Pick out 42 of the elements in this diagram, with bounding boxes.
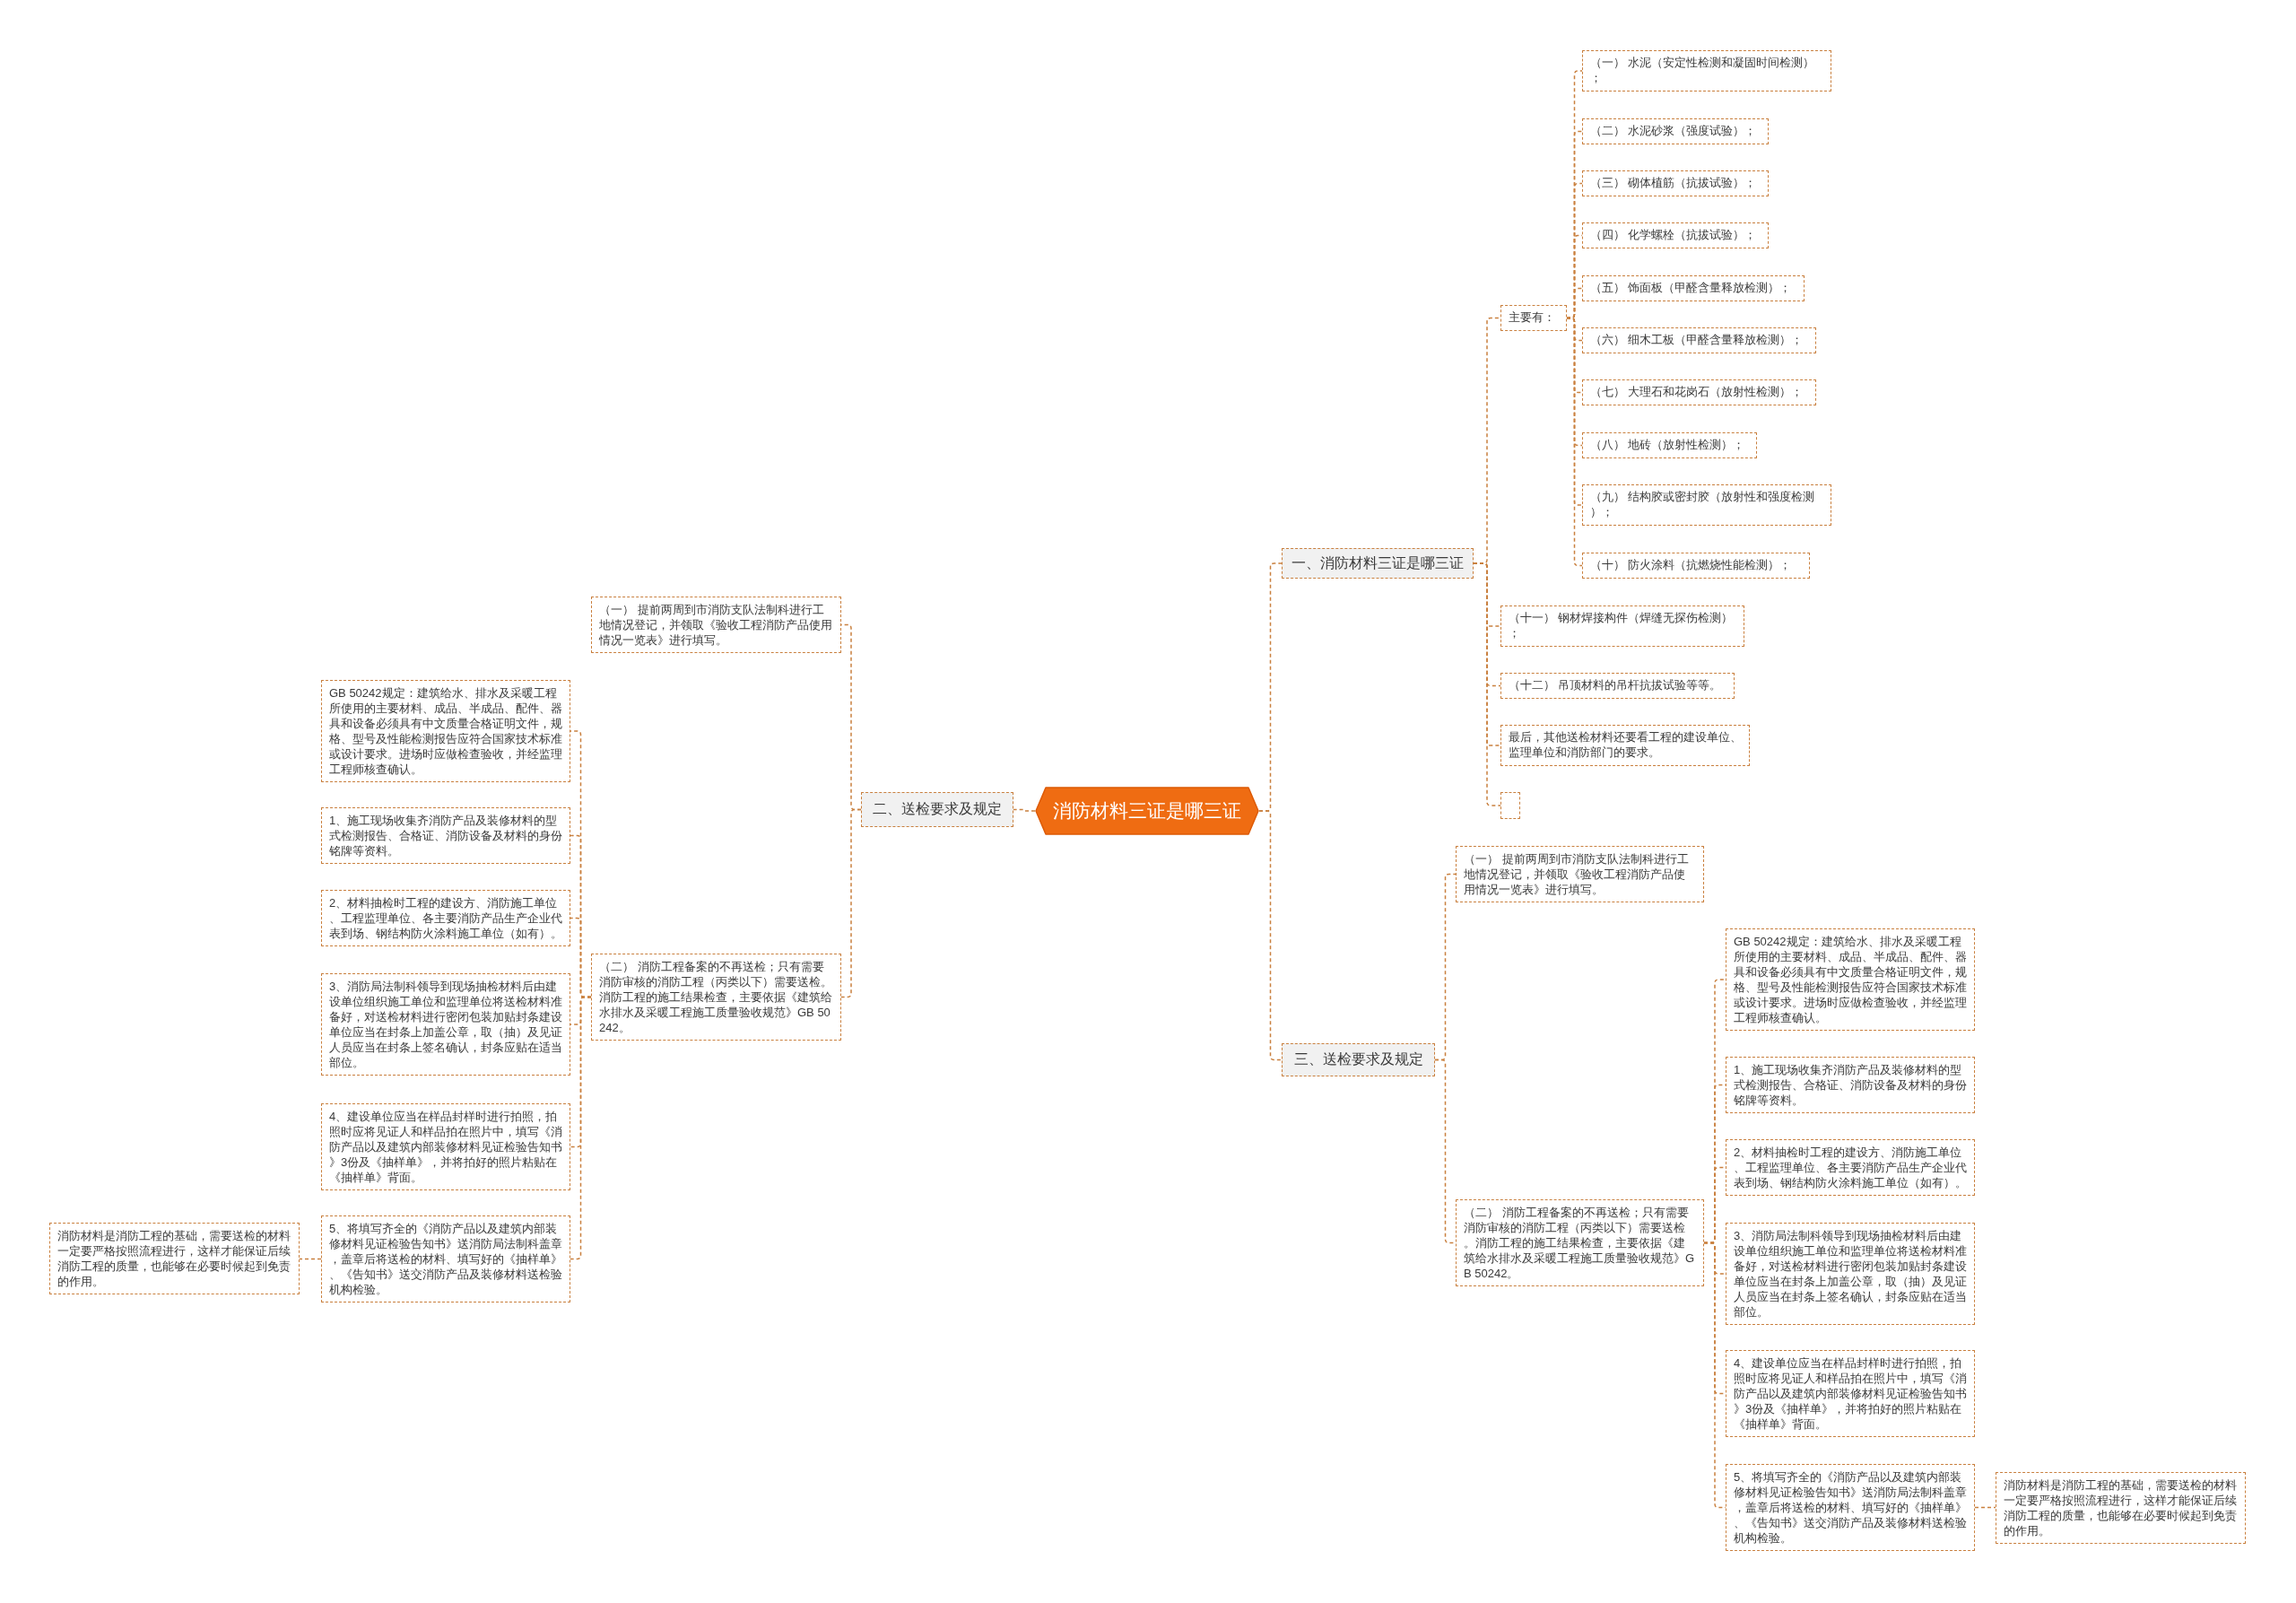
note-box: （二） 消防工程备案的不再送检；只有需要消防审核的消防工程（丙类以下）需要送检。消防工程的施工结果检查，主要依据《建筑给水排水及采暖工程施工质量验收规范》GB 50242。 [591, 954, 841, 1041]
note-box: （一） 提前两周到市消防支队法制科进行工地情况登记，并领取《验收工程消防产品使用情况一览表》进行填写。 [1456, 846, 1704, 902]
branch-topic: 三、送检要求及规定 [1282, 1043, 1435, 1076]
branch-topic: 二、送检要求及规定 [861, 792, 1013, 827]
note-box: （十二） 吊顶材料的吊杆抗拔试验等等。 [1500, 673, 1735, 699]
note-box: GB 50242规定：建筑给水、排水及采暖工程所使用的主要材料、成品、半成品、配件、器具和设备必须具有中文质量合格证明文件，规格、型号及性能检测报告应符合国家技术标准或设计要求。进场时应做检查验收，并经监理工程师核查确认。 [1726, 928, 1975, 1031]
note-box: （九） 结构胶或密封胶（放射性和强度检测）； [1582, 484, 1831, 526]
note-box: 5、将填写齐全的《消防产品以及建筑内部装修材料见证检验告知书》送消防局法制科盖章，盖章后将送检的材料、填写好的《抽样单》、《告知书》送交消防产品及装修材料送检验机构检验。 [1726, 1464, 1975, 1551]
note-box: 最后，其他送检材料还要看工程的建设单位、监理单位和消防部门的要求。 [1500, 725, 1750, 766]
connector-line [299, 1258, 322, 1260]
note-box: 1、施工现场收集齐消防产品及装修材料的型式检测报告、合格证、消防设备及材料的身份铭牌等资料。 [321, 807, 570, 864]
note-box: （七） 大理石和花岗石（放射性检测）； [1582, 379, 1816, 405]
note-box: 主要有： [1500, 305, 1567, 331]
empty-box [1500, 792, 1520, 819]
note-box: （五） 饰面板（甲醛含量释放检测）； [1582, 275, 1805, 301]
note-box: （一） 水泥（安定性检测和凝固时间检测）； [1582, 50, 1831, 91]
note-box: 3、消防局法制科领导到现场抽检材料后由建设单位组织施工单位和监理单位将送检材料准备好，对送检材料进行密闭包装加贴封条建设单位应当在封条上加盖公章，取（抽）及见证人员应当在封条上签名确认，封条应贴在适当部位。 [1726, 1223, 1975, 1325]
note-box: 3、消防局法制科领导到现场抽检材料后由建设单位组织施工单位和监理单位将送检材料准备好，对送检材料进行密闭包装加贴封条建设单位应当在封条上加盖公章，取（抽）及见证人员应当在封条上签名确认，封条应贴在适当部位。 [321, 973, 570, 1076]
note-box: 2、材料抽检时工程的建设方、消防施工单位、工程监理单位、各主要消防产品生产企业代表到场、钢结构防火涂料施工单位（如有）。 [1726, 1139, 1975, 1196]
note-box: （二） 水泥砂浆（强度试验）； [1582, 118, 1769, 144]
note-box: （八） 地砖（放射性检测）； [1582, 432, 1757, 458]
note-box: 2、材料抽检时工程的建设方、消防施工单位、工程监理单位、各主要消防产品生产企业代表到场、钢结构防火涂料施工单位（如有）。 [321, 890, 570, 946]
note-box: （三） 砌体植筋（抗拔试验）； [1582, 170, 1769, 196]
note-box: （十一） 钢材焊接构件（焊缝无探伤检测）； [1500, 605, 1744, 647]
note-box: （十） 防火涂料（抗燃烧性能检测）； [1582, 553, 1810, 579]
note-box: 消防材料是消防工程的基础，需要送检的材料一定要严格按照流程进行，这样才能保证后续消防工程的质量，也能够在必要时候起到免责的作用。 [49, 1223, 300, 1294]
note-box: （一） 提前两周到市消防支队法制科进行工地情况登记，并领取《验收工程消防产品使用情况一览表》进行填写。 [591, 597, 841, 653]
note-box: （二） 消防工程备案的不再送检；只有需要消防审核的消防工程（丙类以下）需要送检。消防工程的施工结果检查，主要依据《建筑给水排水及采暖工程施工质量验收规范》GB 50242。 [1456, 1199, 1704, 1286]
connector-line [1974, 1506, 1996, 1509]
note-box: 消防材料是消防工程的基础，需要送检的材料一定要严格按照流程进行，这样才能保证后续消防工程的质量，也能够在必要时候起到免责的作用。 [1996, 1472, 2246, 1544]
note-box: 4、建设单位应当在样品封样时进行拍照，拍照时应将见证人和样品拍在照片中，填写《消防产品以及建筑内部装修材料见证检验告知书》3份及《抽样单》，并将拍好的照片粘贴在《抽样单》背面。 [321, 1103, 570, 1190]
connector-line [1013, 808, 1036, 812]
connector-line [1473, 562, 1501, 806]
note-box: 4、建设单位应当在样品封样时进行拍照，拍照时应将见证人和样品拍在照片中，填写《消防产品以及建筑内部装修材料见证检验告知书》3份及《抽样单》，并将拍好的照片粘贴在《抽样单》背面。 [1726, 1350, 1975, 1437]
note-box: GB 50242规定：建筑给水、排水及采暖工程所使用的主要材料、成品、半成品、配件、器具和设备必须具有中文质量合格证明文件，规格、型号及性能检测报告应符合国家技术标准或设计要求。进场时应做检查验收，并经监理工程师核查确认。 [321, 680, 570, 782]
central-topic: 消防材料三证是哪三证 [1035, 787, 1259, 835]
branch-topic: 一、消防材料三证是哪三证 [1282, 548, 1474, 579]
note-box: （四） 化学螺栓（抗拔试验）； [1582, 222, 1769, 248]
note-box: （六） 细木工板（甲醛含量释放检测）； [1582, 327, 1816, 353]
note-box: 5、将填写齐全的《消防产品以及建筑内部装修材料见证检验告知书》送消防局法制科盖章，盖章后将送检的材料、填写好的《抽样单》、《告知书》送交消防产品及装修材料送检验机构检验。 [321, 1215, 570, 1302]
connector-line [1566, 317, 1583, 567]
note-box: 1、施工现场收集齐消防产品及装修材料的型式检测报告、合格证、消防设备及材料的身份铭牌等资料。 [1726, 1057, 1975, 1113]
